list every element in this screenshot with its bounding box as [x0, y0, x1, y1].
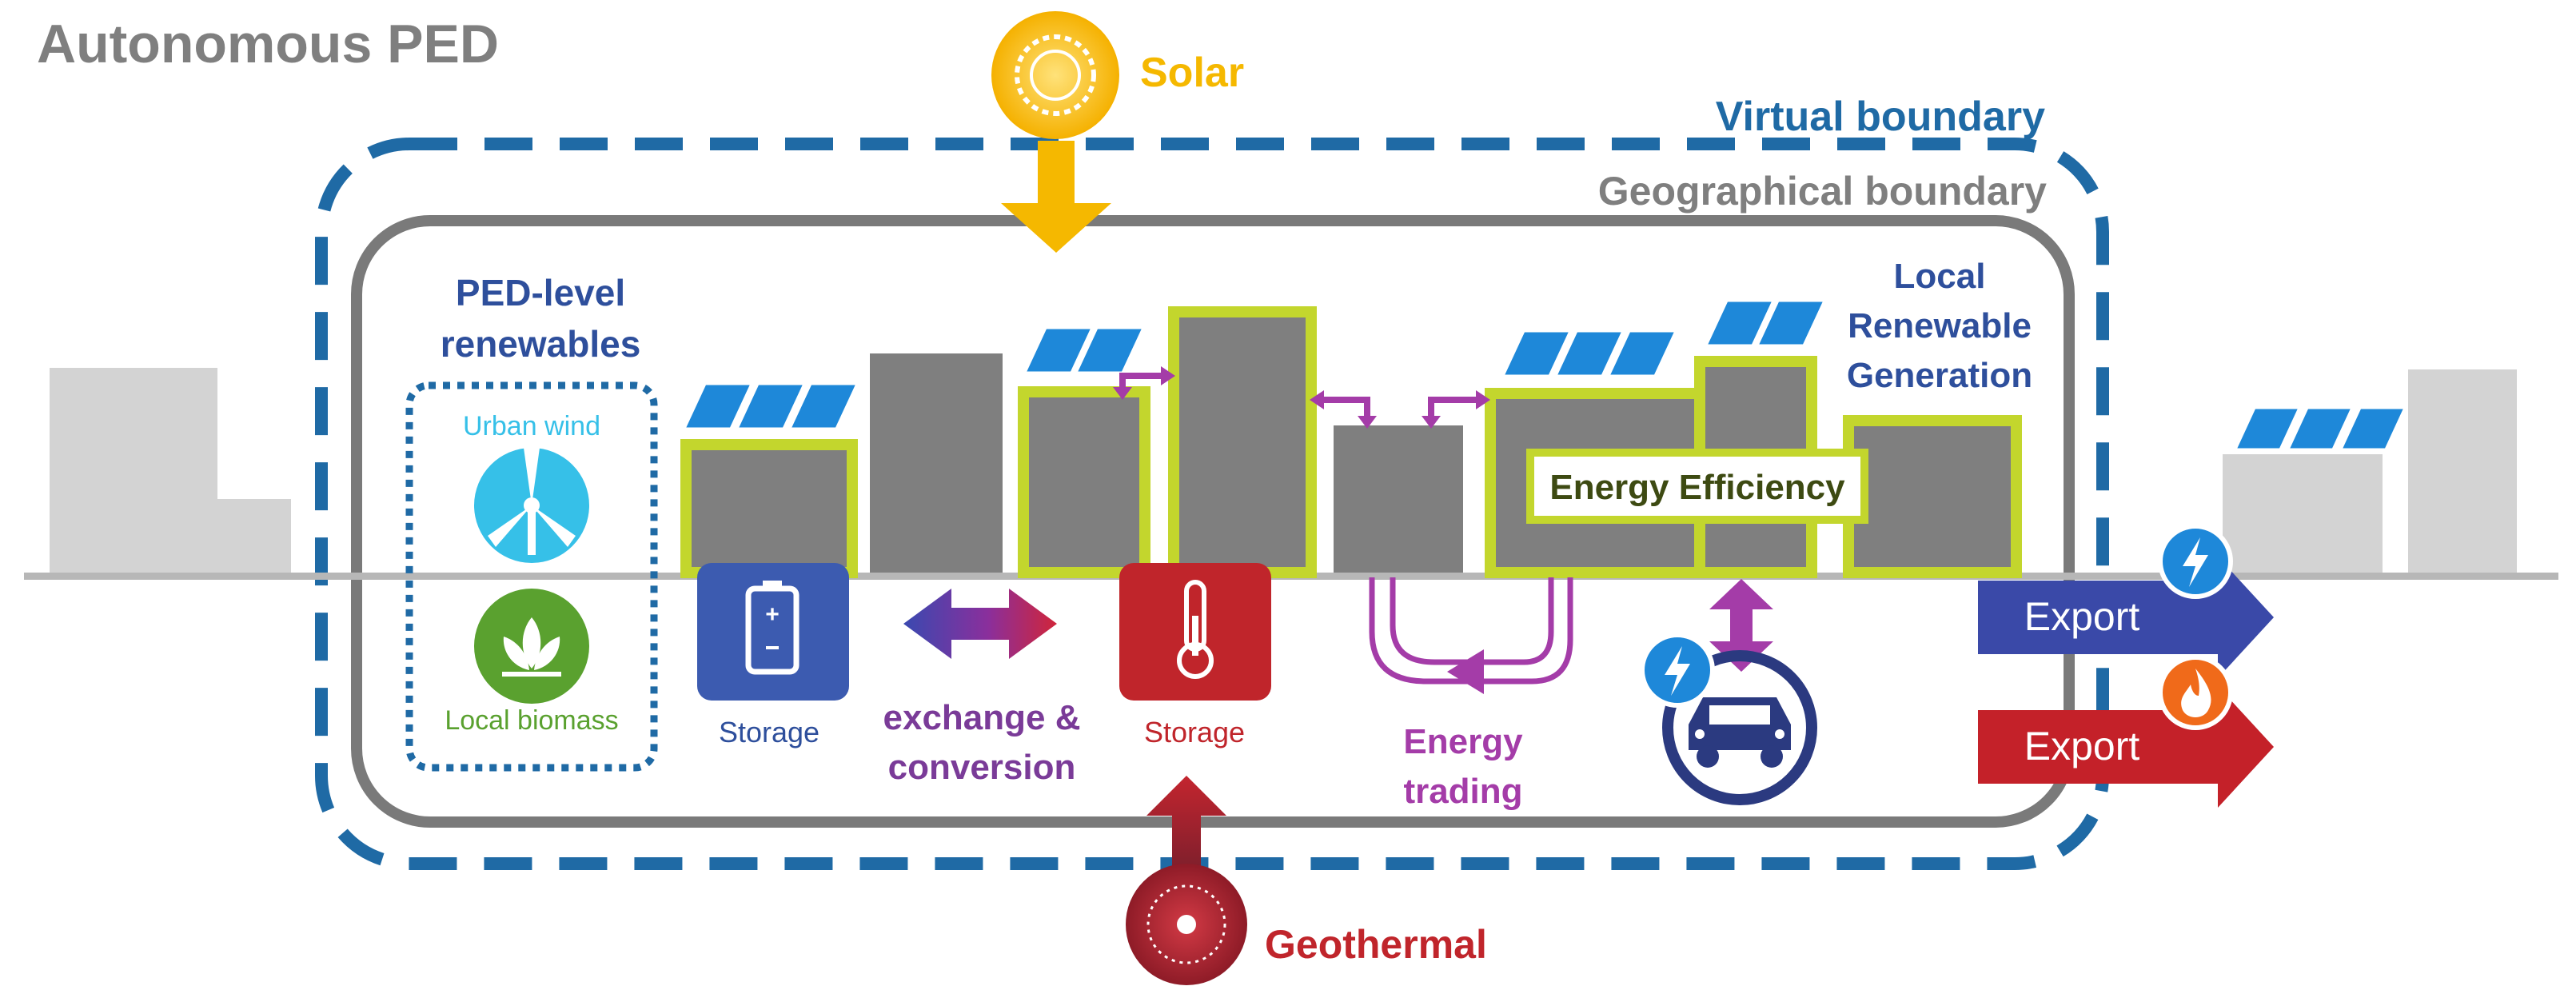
exchange-arrow	[903, 589, 1057, 659]
exchange-label: exchange &	[883, 698, 1081, 737]
building-exchange-arrows	[1119, 373, 1479, 417]
energy-trading-label: trading	[1403, 772, 1522, 811]
export-heat-label: Export	[2024, 724, 2140, 768]
arrowheads	[1113, 366, 1490, 429]
buildings	[680, 299, 2022, 578]
geothermal-icon	[1126, 864, 1247, 985]
outside-building	[2408, 369, 2517, 574]
solar-panel-icon	[1501, 329, 1678, 377]
lightning-icon	[2158, 524, 2233, 599]
ped-level-label: PED-level	[456, 272, 625, 313]
battery-storage-tile: +	[697, 563, 849, 701]
export-electric-label: Export	[2024, 594, 2140, 639]
leaf-icon	[474, 589, 589, 704]
exchange-label: conversion	[888, 748, 1076, 787]
ped-renewables-box	[405, 381, 658, 772]
energy-efficiency-label: Energy Efficiency	[1549, 468, 1845, 507]
geographical-boundary-label: Geographical boundary	[1598, 169, 2047, 214]
solar-panel-icon	[682, 382, 859, 430]
wind-turbine-icon	[474, 448, 589, 563]
geographical-boundary	[351, 215, 2075, 828]
sun-icon	[991, 11, 1119, 139]
local-renewable-label: Generation	[1847, 356, 2032, 395]
car-icon	[1662, 650, 1817, 805]
ev-vertical-arrow	[1709, 579, 1773, 672]
urban-wind-label: Urban wind	[463, 411, 600, 441]
trading-arrowhead	[1447, 649, 1484, 694]
outside-building	[2223, 454, 2383, 574]
solar-label: Solar	[1140, 50, 1244, 96]
outside-building	[50, 368, 217, 574]
battery-storage-label: Storage	[719, 716, 819, 749]
energy-efficiency-box	[1526, 449, 1868, 524]
virtual-boundary-label: Virtual boundary	[1716, 94, 2045, 140]
energy-trading-loops	[1369, 577, 1573, 685]
geothermal-label: Geothermal	[1265, 922, 1487, 967]
building-efficient	[1843, 415, 2022, 578]
building	[1334, 425, 1463, 573]
building-efficient	[680, 439, 858, 578]
solar-panel-icon	[2233, 406, 2407, 451]
outside-building	[217, 499, 291, 574]
solar-panel-icon	[1704, 299, 1827, 347]
building-efficient	[1168, 306, 1317, 578]
energy-trading-label: Energy	[1403, 722, 1523, 761]
solar-arrow	[1001, 141, 1111, 253]
page-title: Autonomous PED	[37, 14, 499, 74]
geothermal-arrow	[1146, 776, 1226, 870]
thermometer-icon	[1119, 563, 1271, 701]
flame-icon	[2158, 655, 2233, 730]
local-renewable-label: Renewable	[1848, 306, 2032, 345]
local-biomass-label: Local biomass	[445, 705, 618, 736]
thermal-storage-label: Storage	[1144, 716, 1245, 749]
building	[870, 353, 1003, 573]
svg-text:+: +	[765, 601, 780, 628]
solar-panel-icon	[1023, 326, 1146, 374]
ped-level-label: renewables	[441, 323, 641, 365]
local-renewable-label: Local	[1894, 257, 1986, 296]
virtual-boundary	[315, 138, 2109, 870]
building-efficient	[1018, 386, 1150, 578]
lightning-icon	[1640, 633, 1715, 708]
